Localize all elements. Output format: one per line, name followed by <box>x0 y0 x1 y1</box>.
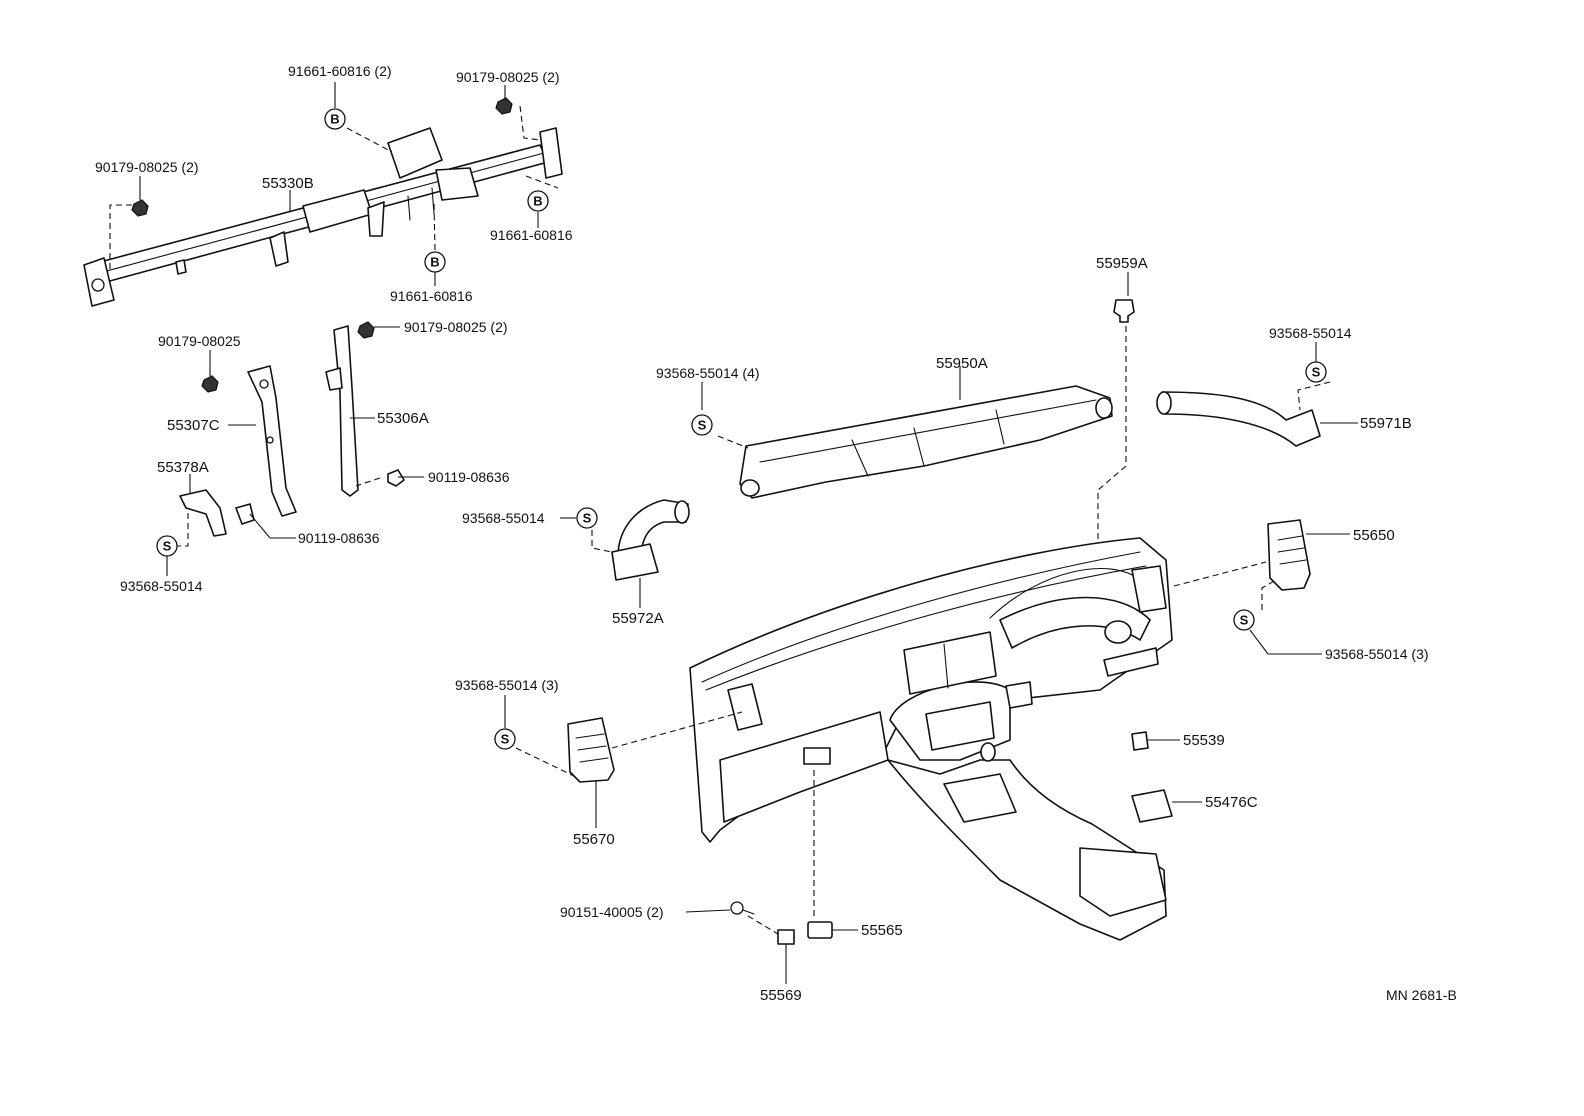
svg-text:B: B <box>330 112 339 127</box>
label-55307c: 55307C <box>167 417 220 434</box>
label-91661-60816-right: 91661-60816 <box>490 227 573 243</box>
label-90151-40005-2: 90151-40005 (2) <box>560 904 664 920</box>
label-90179-08025-2-left: 90179-08025 (2) <box>95 159 199 175</box>
svg-text:S: S <box>1240 613 1249 628</box>
label-55971b: 55971B <box>1360 415 1412 432</box>
label-90119-08636-right: 90119-08636 <box>428 469 510 485</box>
brace-55306a <box>325 325 359 497</box>
svg-text:B: B <box>533 194 542 209</box>
nut-90179-mid <box>201 375 219 393</box>
bolt-90119-left <box>235 503 255 525</box>
label-55565: 55565 <box>861 922 903 939</box>
duct-55972a <box>611 499 690 581</box>
label-91661-60816-bottom: 91661-60816 <box>390 288 473 304</box>
svg-text:S: S <box>163 539 172 554</box>
label-55539: 55539 <box>1183 732 1225 749</box>
heater-duct-55950a <box>739 385 1113 499</box>
clip-55539 <box>1131 731 1149 751</box>
bolt-symbol-b-bottom: B <box>424 251 446 273</box>
screw-symbol-s-topright: S <box>1305 361 1327 383</box>
clip-55959a <box>1113 299 1135 323</box>
svg-text:S: S <box>583 511 592 526</box>
label-90179-08025: 90179-08025 <box>158 333 241 349</box>
side-duct-55971b <box>1156 391 1321 447</box>
svg-text:S: S <box>501 732 510 747</box>
label-55330b: 55330B <box>262 175 314 192</box>
clip-55565 <box>807 921 833 939</box>
label-55950a: 55950A <box>936 355 988 372</box>
label-55476c: 55476C <box>1205 794 1258 811</box>
clip-55569 <box>777 929 795 945</box>
label-90119-08636-left: 90119-08636 <box>298 530 380 546</box>
label-55670: 55670 <box>573 831 615 848</box>
figure-code: MN 2681-B <box>1386 987 1457 1003</box>
label-93568-55014-3-left: 93568-55014 (3) <box>455 677 559 693</box>
bolt-symbol-b-right: B <box>527 190 549 212</box>
cover-55476c <box>1131 789 1173 823</box>
label-90179-08025-2-mid: 90179-08025 (2) <box>404 319 508 335</box>
screw-symbol-s-duct: S <box>691 414 713 436</box>
svg-text:S: S <box>698 418 707 433</box>
nut-90179-top <box>495 97 513 115</box>
svg-text:S: S <box>1312 365 1321 380</box>
nut-90179-mid2 <box>357 321 375 339</box>
label-55569: 55569 <box>760 987 802 1004</box>
label-91661-60816-2: 91661-60816 (2) <box>288 63 392 79</box>
label-55972a: 55972A <box>612 610 664 627</box>
screw-symbol-s-right: S <box>1233 609 1255 631</box>
label-93568-55014-4: 93568-55014 (4) <box>656 365 760 381</box>
screw-90151 <box>730 901 755 915</box>
vent-55670 <box>567 717 615 783</box>
screw-symbol-s-left: S <box>156 535 178 557</box>
instrument-panel <box>689 537 1173 941</box>
label-55650: 55650 <box>1353 527 1395 544</box>
bracket-55378a <box>179 489 227 537</box>
screw-symbol-s-lower-left: S <box>494 728 516 750</box>
dashed-guide-lines <box>109 105 1331 935</box>
bolt-90119-right <box>387 469 405 487</box>
label-55959a: 55959A <box>1096 255 1148 272</box>
nut-90179-left <box>131 199 149 217</box>
screw-symbol-s-mid: S <box>576 507 598 529</box>
label-90179-08025-2-top: 90179-08025 (2) <box>456 69 560 85</box>
label-55306a: 55306A <box>377 410 429 427</box>
label-93568-55014-mid: 93568-55014 <box>462 510 545 526</box>
reinforcement-beam <box>83 127 563 307</box>
brace-55307c <box>247 365 297 517</box>
vent-55650 <box>1267 519 1311 591</box>
leader-lines <box>139 82 1358 984</box>
label-55378a: 55378A <box>157 459 209 476</box>
label-93568-55014-left: 93568-55014 <box>120 578 203 594</box>
label-93568-55014-3-right: 93568-55014 (3) <box>1325 646 1429 662</box>
svg-text:B: B <box>430 255 439 270</box>
label-93568-55014-topright: 93568-55014 <box>1269 325 1352 341</box>
bolt-symbol-b-top: B <box>324 108 346 130</box>
